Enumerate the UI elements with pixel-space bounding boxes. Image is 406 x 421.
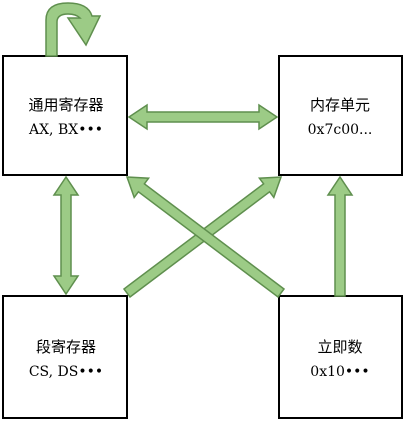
box-segment-registers[interactable]: 段寄存器 CS, DS••• — [2, 295, 128, 419]
arrow-immediate-to-general — [125, 176, 286, 299]
general-registers-title: 通用寄存器 — [28, 96, 103, 114]
general-registers-subtitle: AX, BX••• — [28, 122, 103, 138]
box-memory-unit[interactable]: 内存单元 0x7c00... — [278, 55, 403, 176]
immediate-title: 立即数 — [317, 338, 362, 356]
arrow-immediate-to-memory — [326, 175, 354, 297]
box-immediate[interactable]: 立即数 0x10••• — [278, 295, 403, 419]
self-loop-arrow — [45, 2, 102, 57]
segment-registers-subtitle: CS, DS••• — [29, 364, 103, 380]
memory-unit-title: 内存单元 — [310, 96, 370, 114]
immediate-subtitle: 0x10••• — [310, 364, 369, 380]
segment-registers-title: 段寄存器 — [36, 338, 96, 356]
arrows-group — [52, 103, 354, 299]
box-general-registers[interactable]: 通用寄存器 AX, BX••• — [2, 55, 128, 176]
arrow-general-memory — [127, 103, 279, 131]
arrow-general-segment — [52, 175, 80, 296]
memory-unit-subtitle: 0x7c00... — [308, 122, 373, 138]
